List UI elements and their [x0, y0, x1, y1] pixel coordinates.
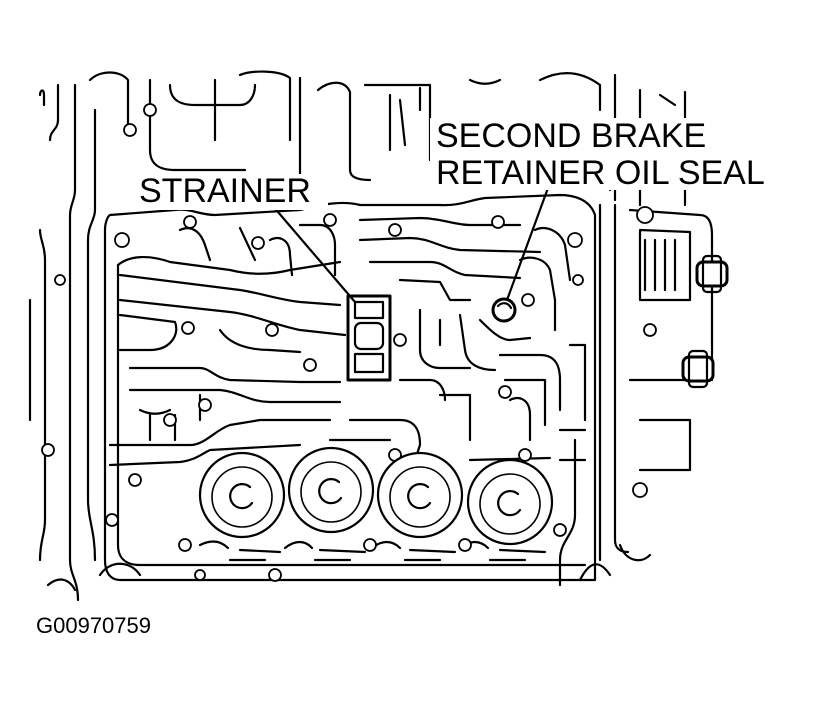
fluid-passages [108, 216, 587, 562]
leader-lines [270, 186, 550, 304]
accumulator-piston-4 [466, 458, 554, 546]
flange-bolt-lower [681, 349, 715, 389]
oil-seal-label-line2: RETAINER OIL SEAL [436, 154, 765, 192]
accumulator-piston-1 [198, 451, 286, 539]
flange-bolt-upper [695, 254, 729, 294]
valve-body [103, 193, 597, 582]
strainer [346, 294, 392, 382]
accumulator-pistons [198, 446, 554, 546]
accumulator-piston-2 [287, 446, 375, 534]
bolt-holes [41, 103, 584, 582]
accumulator-piston-3 [376, 451, 464, 539]
case-flange [598, 203, 729, 562]
oil-seal [491, 297, 517, 323]
strainer-label: STRAINER [139, 172, 311, 210]
figure-id: G00970759 [36, 613, 151, 638]
oil-seal-label-line1: SECOND BRAKE [436, 117, 706, 155]
